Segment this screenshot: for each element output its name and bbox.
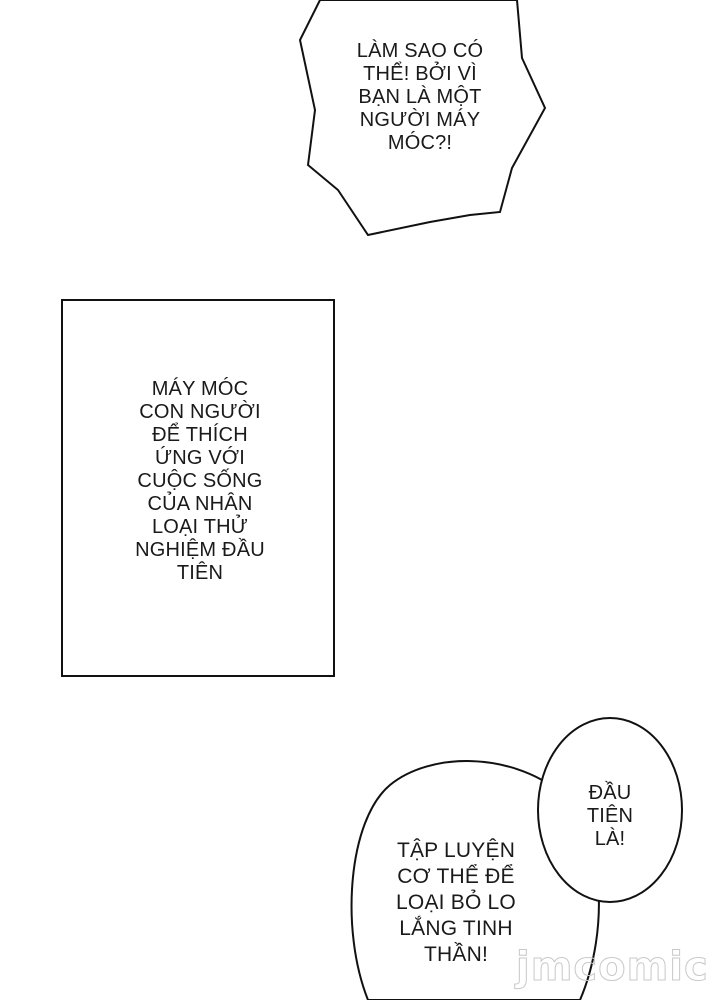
shout-line: BẠN LÀ MỘT bbox=[358, 86, 482, 108]
narration-text: MÁY MÓC CON NGƯỜI ĐỂ THÍCH ỨNG VỚI CUỘC … bbox=[100, 378, 300, 585]
large-bubble-text: TẬP LUYỆN CƠ THỂ ĐỂ LOẠI BỎ LO LẮNG TINH… bbox=[366, 838, 546, 968]
large-bubble-line: TẬP LUYỆN bbox=[396, 839, 516, 862]
shout-line: NGƯỜI MÁY bbox=[359, 109, 481, 131]
shout-line: THỂ! BỞI VÌ bbox=[363, 63, 477, 85]
large-bubble-line: LẮNG TINH bbox=[399, 917, 513, 940]
speech-bubble-small bbox=[537, 717, 683, 903]
site-watermark: jmcomic bbox=[516, 944, 709, 991]
narration-line: ĐỂ THÍCH bbox=[152, 424, 248, 446]
narration-box bbox=[61, 299, 335, 677]
shout-line: MÓC?! bbox=[387, 132, 453, 154]
narration-line: NGHIỆM ĐẦU bbox=[135, 539, 265, 561]
large-bubble-line: LOẠI BỎ LO bbox=[396, 891, 516, 914]
small-bubble-text: ĐẦU TIÊN LÀ! bbox=[555, 782, 665, 851]
narration-line: ỨNG VỚI bbox=[154, 447, 246, 469]
small-bubble-line: ĐẦU bbox=[588, 782, 632, 804]
narration-line: CUỘC SỐNG bbox=[137, 470, 263, 492]
small-bubble-line: TIÊN bbox=[586, 805, 634, 827]
large-bubble-line: CƠ THỂ ĐỂ bbox=[397, 865, 515, 888]
shout-line: LÀM SAO CÓ bbox=[356, 40, 484, 62]
large-bubble-line: THẦN! bbox=[424, 943, 488, 966]
shout-bubble bbox=[298, 0, 547, 237]
narration-line: LOẠI THỬ bbox=[151, 516, 249, 538]
small-bubble-line: LÀ! bbox=[594, 828, 626, 850]
narration-line: MÁY MÓC bbox=[151, 378, 249, 400]
narration-line: CỦA NHÂN bbox=[147, 493, 253, 515]
narration-line: CON NGƯỜI bbox=[139, 401, 261, 423]
narration-line: TIÊN bbox=[176, 562, 224, 584]
shout-bubble-text: LÀM SAO CÓ THỂ! BỞI VÌ BẠN LÀ MỘT NGƯỜI … bbox=[330, 40, 510, 155]
